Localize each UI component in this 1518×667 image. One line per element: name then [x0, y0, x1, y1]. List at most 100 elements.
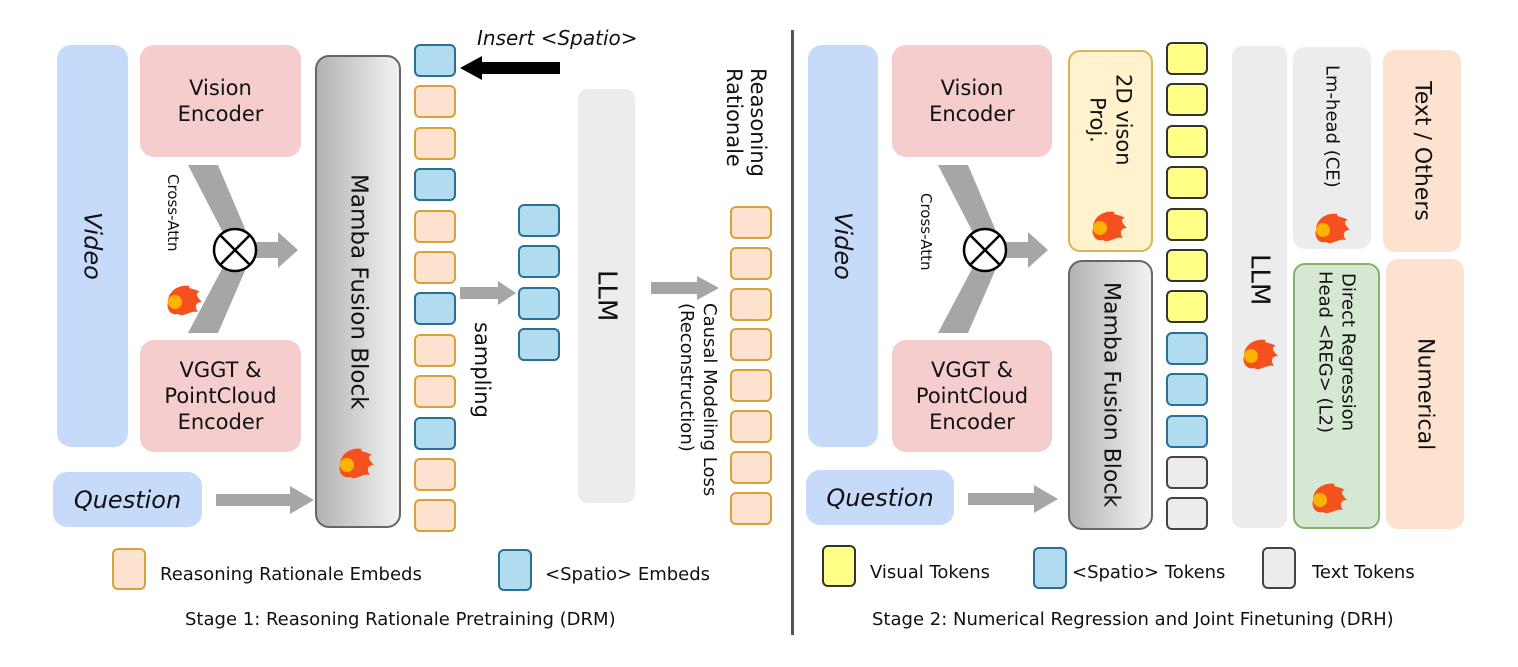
- flame-icon: [1312, 483, 1347, 514]
- junction-arrow-shaft: [1005, 242, 1030, 258]
- spatio-token: [1166, 331, 1208, 365]
- flame-icon: [1092, 211, 1127, 242]
- spatio-token: [1166, 414, 1208, 448]
- stage1-vggt-encoder-label: VGGT & PointCloud Encoder: [164, 357, 277, 435]
- visual-token: [1166, 83, 1208, 117]
- junction-arrow-head: [278, 232, 298, 268]
- vision-projection-line2: Proj.: [1085, 96, 1110, 143]
- stage2-mamba-block: Mamba Fusion Block: [1068, 260, 1153, 530]
- legend-label-spatio: <Spatio> Embeds: [545, 564, 711, 585]
- rationale-token: [730, 491, 772, 525]
- loss-label: Causal Modeling Loss (Reconstruction): [676, 303, 720, 496]
- junction-arrow-head: [1028, 232, 1048, 268]
- rationale-token: [730, 246, 772, 280]
- insert-arrow: [460, 56, 560, 80]
- llm-output-arrow: [651, 276, 719, 300]
- stage1-vision-encoder-label: Vision Encoder: [177, 75, 264, 126]
- lm-head-label: Lm-head (CE): [1321, 65, 1343, 188]
- stage1-cross-attn-junction: [188, 165, 298, 333]
- flame-icon: [1243, 339, 1278, 370]
- rationale-token: [414, 499, 456, 533]
- stage1-llm: LLM: [578, 89, 635, 503]
- loss-label-line2: (Reconstruction): [676, 303, 697, 452]
- legend-swatch-spatio: [498, 549, 532, 591]
- regression-head-label: Direct Regression Head <REG> (L2): [1315, 271, 1359, 433]
- spatio-token: [414, 292, 456, 326]
- stage2-question-label: Question: [826, 483, 934, 512]
- visual-token: [1166, 249, 1208, 282]
- stage2-cross-attn-junction: [938, 165, 1048, 333]
- stage2-cross-attn-label: Cross-Attn: [917, 193, 935, 271]
- stage2-vision-encoder: Vision Encoder: [892, 45, 1052, 157]
- reasoning-rationale-line2: Rationale: [722, 68, 746, 167]
- stage2-llm-label: LLM: [1244, 254, 1275, 306]
- reasoning-rationale-label: Reasoning Rationale: [722, 68, 770, 177]
- stage1-mamba-label: Mamba Fusion Block: [345, 173, 372, 410]
- rationale-token: [414, 375, 456, 409]
- spatio-token: [414, 168, 456, 202]
- rationale-token: [730, 369, 772, 403]
- stage-divider: [791, 30, 794, 635]
- rationale-token: [414, 209, 456, 243]
- stage2-question-box: Question: [806, 470, 954, 525]
- regression-head-line1: Direct Regression: [1337, 272, 1359, 432]
- reasoning-rationale-line1: Reasoning: [746, 68, 770, 178]
- legend-label-visual: Visual Tokens: [870, 562, 991, 583]
- junction-arrow-shaft: [255, 242, 280, 258]
- legend-swatch-rationale: [112, 548, 146, 590]
- spatio-token: [518, 286, 560, 320]
- stage2-question-arrow: [968, 485, 1058, 513]
- rationale-token: [730, 328, 772, 362]
- stage2-vggt-encoder-label: VGGT & PointCloud Encoder: [915, 357, 1029, 435]
- legend-swatch-visual: [822, 545, 856, 587]
- visual-token: [1166, 290, 1208, 324]
- spatio-token: [414, 416, 456, 450]
- spatio-token: [518, 328, 560, 362]
- sampling-label: sampling: [470, 322, 494, 418]
- stage1-vision-encoder: Vision Encoder: [140, 45, 301, 157]
- rationale-token: [414, 333, 456, 367]
- legend-swatch-text: [1262, 547, 1296, 589]
- stage1-caption: Stage 1: Reasoning Rationale Pretraining…: [185, 609, 616, 630]
- vision-projection-label: 2D vison Proj.: [1086, 74, 1136, 166]
- stage1-question-box: Question: [53, 472, 202, 527]
- question-to-mamba-arrow: [216, 486, 314, 514]
- flame-icon: [339, 448, 374, 479]
- text-token: [1166, 456, 1208, 489]
- legend-label-spatio: <Spatio> Tokens: [1072, 562, 1226, 583]
- text-token: [1166, 497, 1208, 531]
- stage2-vision-encoder-label: Vision Encoder: [929, 75, 1015, 126]
- stage1-llm-label: LLM: [591, 270, 622, 322]
- spatio-token: [518, 245, 560, 279]
- stage2-video-label: Video: [829, 212, 857, 280]
- rationale-token: [414, 85, 456, 119]
- visual-token: [1166, 42, 1208, 75]
- regression-head-box: Direct Regression Head <REG> (L2): [1293, 263, 1380, 529]
- stage1-cross-attn-label: Cross-Attn: [164, 174, 182, 252]
- rationale-token: [414, 126, 456, 160]
- stage2-vggt-encoder: VGGT & PointCloud Encoder: [892, 340, 1052, 452]
- rationale-token: [730, 410, 772, 443]
- stage2-video-box: Video: [808, 45, 878, 447]
- stage1-video-box: Video: [57, 45, 128, 447]
- insert-spatio-label: Insert <Spatio>: [477, 26, 638, 50]
- spatio-token: [1166, 373, 1208, 407]
- numerical-label: Numerical: [1412, 337, 1438, 451]
- vision-projection-line1: 2D vison: [1111, 74, 1136, 166]
- stage1-video-label: Video: [78, 212, 107, 280]
- flame-icon: [167, 285, 202, 316]
- legend-label-text: Text Tokens: [1312, 562, 1415, 583]
- stage2-llm: LLM: [1232, 46, 1287, 528]
- rationale-token: [730, 287, 772, 321]
- stage2-mamba-label: Mamba Fusion Block: [1098, 282, 1124, 508]
- legend-swatch-spatio: [1033, 547, 1067, 589]
- stage2-caption: Stage 2: Numerical Regression and Joint …: [872, 609, 1394, 630]
- visual-token: [1166, 166, 1208, 200]
- text-others-label: Text / Others: [1409, 81, 1435, 221]
- regression-head-line2: Head <REG> (L2): [1314, 271, 1336, 434]
- rationale-token: [730, 206, 772, 239]
- spatio-token: [414, 44, 456, 77]
- sampling-arrow: [460, 281, 516, 305]
- numerical-box: Numerical: [1386, 259, 1464, 529]
- rationale-token: [730, 450, 772, 484]
